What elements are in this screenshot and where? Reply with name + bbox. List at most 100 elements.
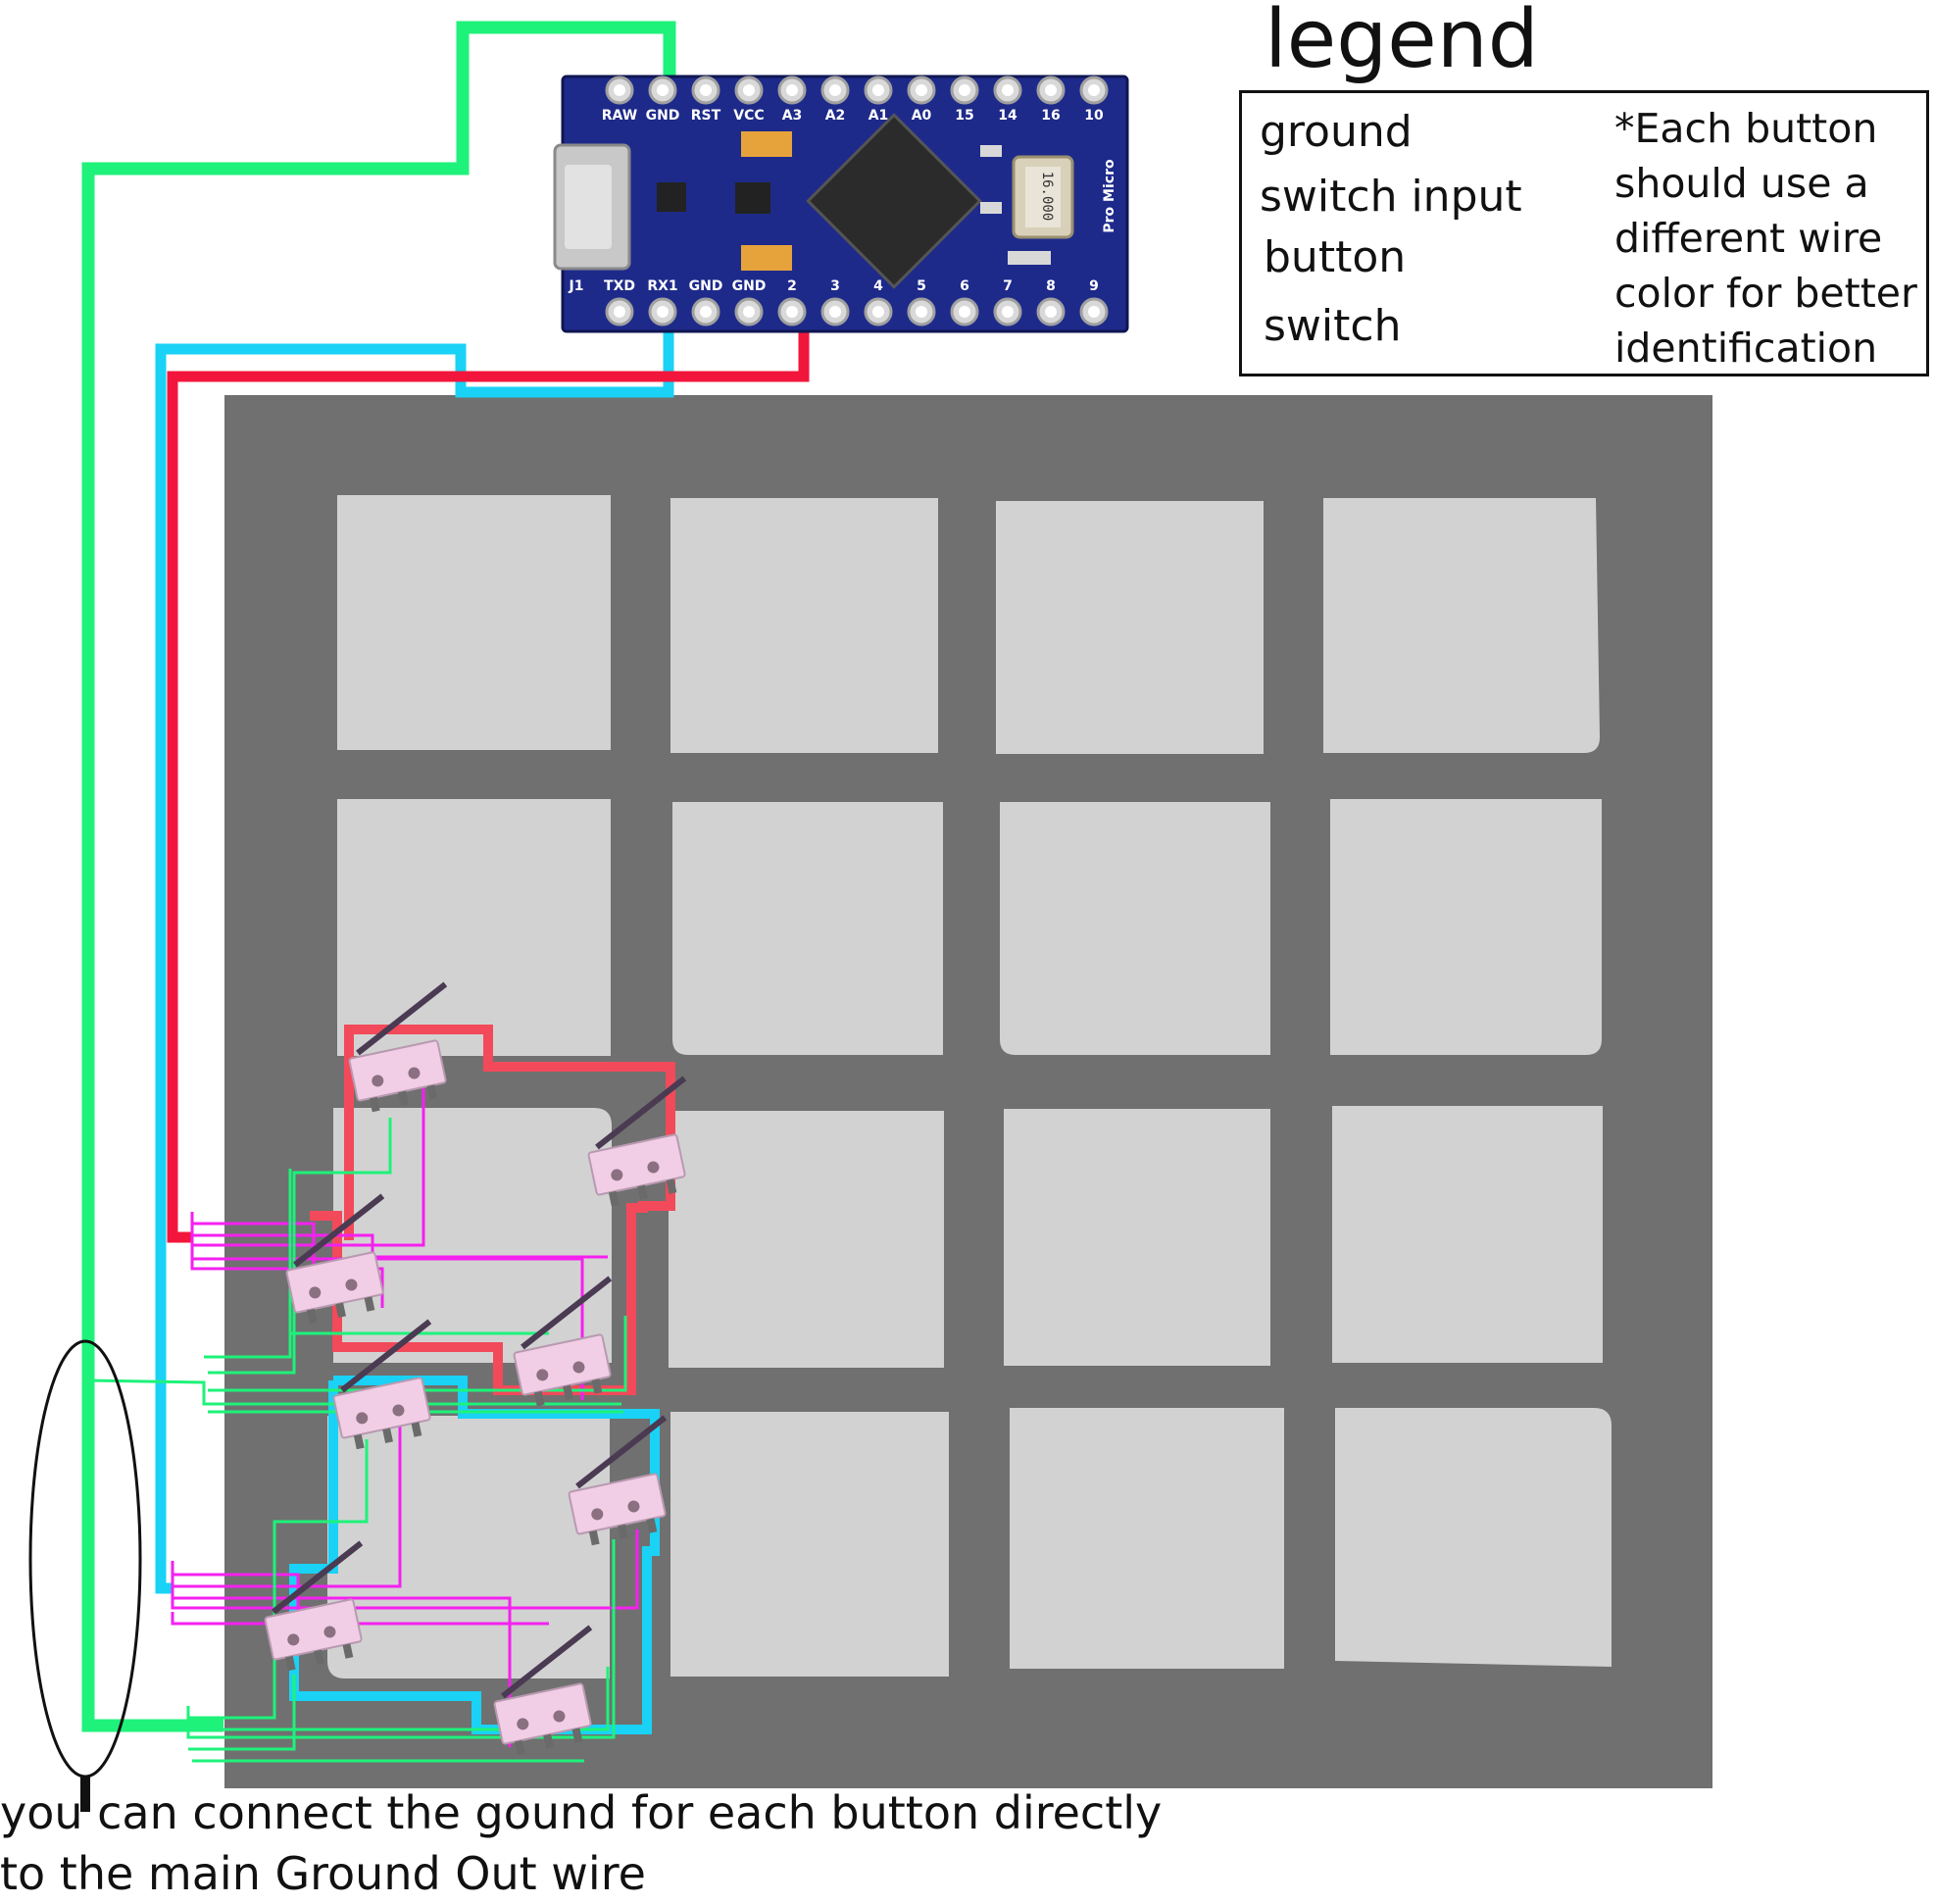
pin-hole: [1088, 306, 1100, 318]
pin-hole: [829, 84, 841, 96]
pin-label: GND: [689, 278, 723, 294]
pin-hole: [916, 306, 927, 318]
pin-label: 4: [873, 278, 883, 294]
microswitch: [332, 1319, 432, 1450]
pin-hole: [1045, 84, 1057, 96]
microswitch: [264, 1540, 364, 1672]
pin-hole: [743, 84, 755, 96]
legend-note-line: color for better: [1614, 270, 1917, 317]
microswitch: [568, 1415, 668, 1546]
legend-note-line: identification: [1614, 325, 1878, 372]
legend-note-line: *Each button: [1614, 105, 1878, 152]
pin-hole: [1002, 84, 1014, 96]
pin-label: 8: [1046, 278, 1056, 294]
button-pad: [672, 802, 943, 1055]
button-pad: [1004, 1109, 1270, 1366]
pin-label: 3: [830, 278, 840, 294]
ground-out-wire: [81, 21, 676, 1732]
pin-hole: [700, 306, 712, 318]
microswitch: [587, 1076, 687, 1207]
pin-hole: [916, 84, 927, 96]
caption-line: you can connect the gound for each butto…: [0, 1786, 1163, 1839]
pin-hole: [743, 306, 755, 318]
legend-label-button: button: [1264, 232, 1407, 282]
pin-hole: [872, 84, 884, 96]
pin-label: 15: [955, 108, 973, 124]
button-pad: [327, 1416, 610, 1679]
microswitch: [493, 1625, 593, 1756]
diagram-caption: you can connect the gound for each butto…: [0, 1782, 1162, 1904]
pin-hole: [700, 84, 712, 96]
pin-label: 9: [1089, 278, 1099, 294]
pin-label: VCC: [733, 108, 764, 124]
legend-note-line: different wire: [1614, 215, 1883, 262]
pin-hole: [872, 306, 884, 318]
pin-label: A2: [825, 108, 846, 124]
pin-label: GND: [646, 108, 680, 124]
button-pad: [1332, 1106, 1603, 1363]
button-pad: [670, 1412, 949, 1677]
pin-hole: [786, 306, 798, 318]
pin-label: A1: [868, 108, 889, 124]
pin-hole: [614, 306, 625, 318]
pin-hole: [614, 84, 625, 96]
pin-label: 2: [787, 278, 797, 294]
pin-label: J1: [569, 278, 584, 294]
button-pad: [669, 1111, 944, 1368]
pro-micro-board: 16.000 Pro Micro RAW GND RST VCC A3 A2 A1 A0 15 1…: [553, 75, 1129, 333]
pin-label: 6: [960, 278, 969, 294]
pin-label: RST: [691, 108, 721, 124]
microswitch: [348, 981, 448, 1113]
pin-label: A0: [912, 108, 932, 124]
crystal-label: 16.000: [1039, 172, 1055, 222]
pin-hole: [1088, 84, 1100, 96]
red-signal-wire: [167, 306, 810, 1243]
legend-title: legend: [1265, 0, 1539, 86]
button-pad: [1335, 1408, 1612, 1667]
legend-label-ground: ground: [1260, 107, 1413, 157]
pin-hole: [1045, 306, 1057, 318]
bottom-pin-row: J1 TXD RX1 GND GND 2 3 4 5 6 7 8 9: [569, 278, 1109, 326]
pin-hole: [959, 84, 970, 96]
pin-label: A3: [782, 108, 803, 124]
legend-note-line: should use a: [1614, 160, 1869, 207]
pin-label: TXD: [604, 278, 635, 294]
pin-label: 10: [1084, 108, 1104, 124]
button-pad-grid: [327, 495, 1612, 1679]
pin-hole: [959, 306, 970, 318]
legend-box: ground switch input button switch *Each …: [1239, 90, 1929, 376]
pin-label: 7: [1003, 278, 1013, 294]
blue-button-loop: [289, 1376, 660, 1734]
caption-line: to the main Ground Out wire: [0, 1847, 646, 1900]
blue-signal-wire: [155, 306, 674, 1594]
legend-note: *Each button should use a different wire…: [1614, 101, 1918, 376]
pin-hole: [657, 306, 669, 318]
microswitch: [513, 1276, 613, 1407]
pin-label: 14: [998, 108, 1017, 124]
pin-label: GND: [732, 278, 767, 294]
button-pad: [337, 799, 611, 1056]
pin-hole: [1002, 306, 1014, 318]
pin-label: RX1: [647, 278, 677, 294]
button-pad: [1330, 799, 1602, 1055]
button-pad: [1000, 802, 1270, 1055]
board-name-label: Pro Micro: [1102, 159, 1117, 233]
red-button-loop: [310, 1025, 675, 1395]
pin-hole: [829, 306, 841, 318]
pin-hole: [657, 84, 669, 96]
pin-label: 5: [917, 278, 926, 294]
button-pad: [670, 498, 938, 753]
button-pad: [333, 1108, 612, 1363]
button-pad: [996, 501, 1264, 754]
microswitch: [285, 1193, 385, 1325]
switch-group: [264, 981, 687, 1756]
legend-label-switch-input: switch input: [1260, 172, 1522, 222]
button-pad: [337, 495, 611, 750]
pin-hole: [786, 84, 798, 96]
pin-label: RAW: [602, 108, 637, 124]
button-pad: [1010, 1408, 1284, 1669]
legend-label-switch: switch: [1264, 301, 1402, 351]
microcontroller-chip: [806, 113, 982, 289]
